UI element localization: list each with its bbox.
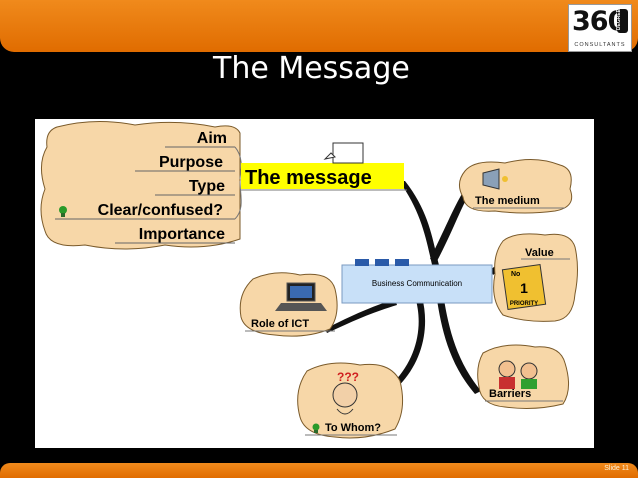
- logo-subtitle: CONSULTANTS: [574, 42, 626, 48]
- business-communication-box: Business Communication: [341, 259, 493, 304]
- priority-icon: No 1 PRIORITY: [501, 263, 547, 311]
- priority-bottom: PRIORITY: [510, 301, 538, 307]
- company-logo: 360 DEGREE CONSULTANTS: [568, 4, 632, 52]
- main-topic-highlight: [241, 163, 404, 189]
- lightbulb-icon: [59, 206, 67, 217]
- branch-curve-2: [234, 180, 242, 220]
- branch-aim: Aim: [197, 130, 227, 147]
- header-bar: 360 DEGREE CONSULTANTS: [0, 0, 638, 52]
- footer-bar: Slide 11: [0, 463, 638, 478]
- speech-bubble-icon: [323, 142, 364, 164]
- branch-clear-confused: Clear/confused?: [98, 202, 223, 219]
- lightbulb-icon-to-whom: [312, 423, 320, 433]
- priority-number: 1: [520, 280, 528, 296]
- branch-type: Type: [189, 178, 225, 195]
- priority-top: No: [511, 271, 520, 278]
- value-label: Value: [525, 247, 554, 259]
- medium-label: The medium: [475, 195, 540, 207]
- barriers-label: Barriers: [489, 388, 531, 400]
- laptop-icon: [275, 282, 327, 311]
- question-marks: ???: [337, 370, 359, 384]
- slide-number: Slide 11: [604, 465, 629, 472]
- logo-degree-text: DEGREE: [616, 9, 622, 31]
- central-label: Business Communication: [372, 279, 462, 288]
- message-cloud: [40, 120, 241, 250]
- mind-map-panel: Aim Purpose Type Clear/confused? Importa…: [35, 119, 594, 448]
- confused-person-icon: ???: [332, 370, 359, 415]
- arguing-people-icon: [498, 360, 538, 389]
- logo-degree-badge: [617, 9, 628, 33]
- connector-lines: [325, 181, 525, 398]
- branch-underlines: [55, 146, 235, 244]
- megaphone-icon: [482, 168, 508, 190]
- branch-purpose: Purpose: [159, 154, 223, 171]
- main-topic-label: The message: [245, 167, 372, 189]
- slide-title: The Message: [213, 51, 410, 86]
- ict-label: Role of ICT: [251, 318, 309, 330]
- to-whom-label: To Whom?: [325, 422, 381, 434]
- mind-map-diagram: Aim Purpose Type Clear/confused? Importa…: [40, 120, 578, 439]
- branch-importance: Importance: [139, 226, 225, 243]
